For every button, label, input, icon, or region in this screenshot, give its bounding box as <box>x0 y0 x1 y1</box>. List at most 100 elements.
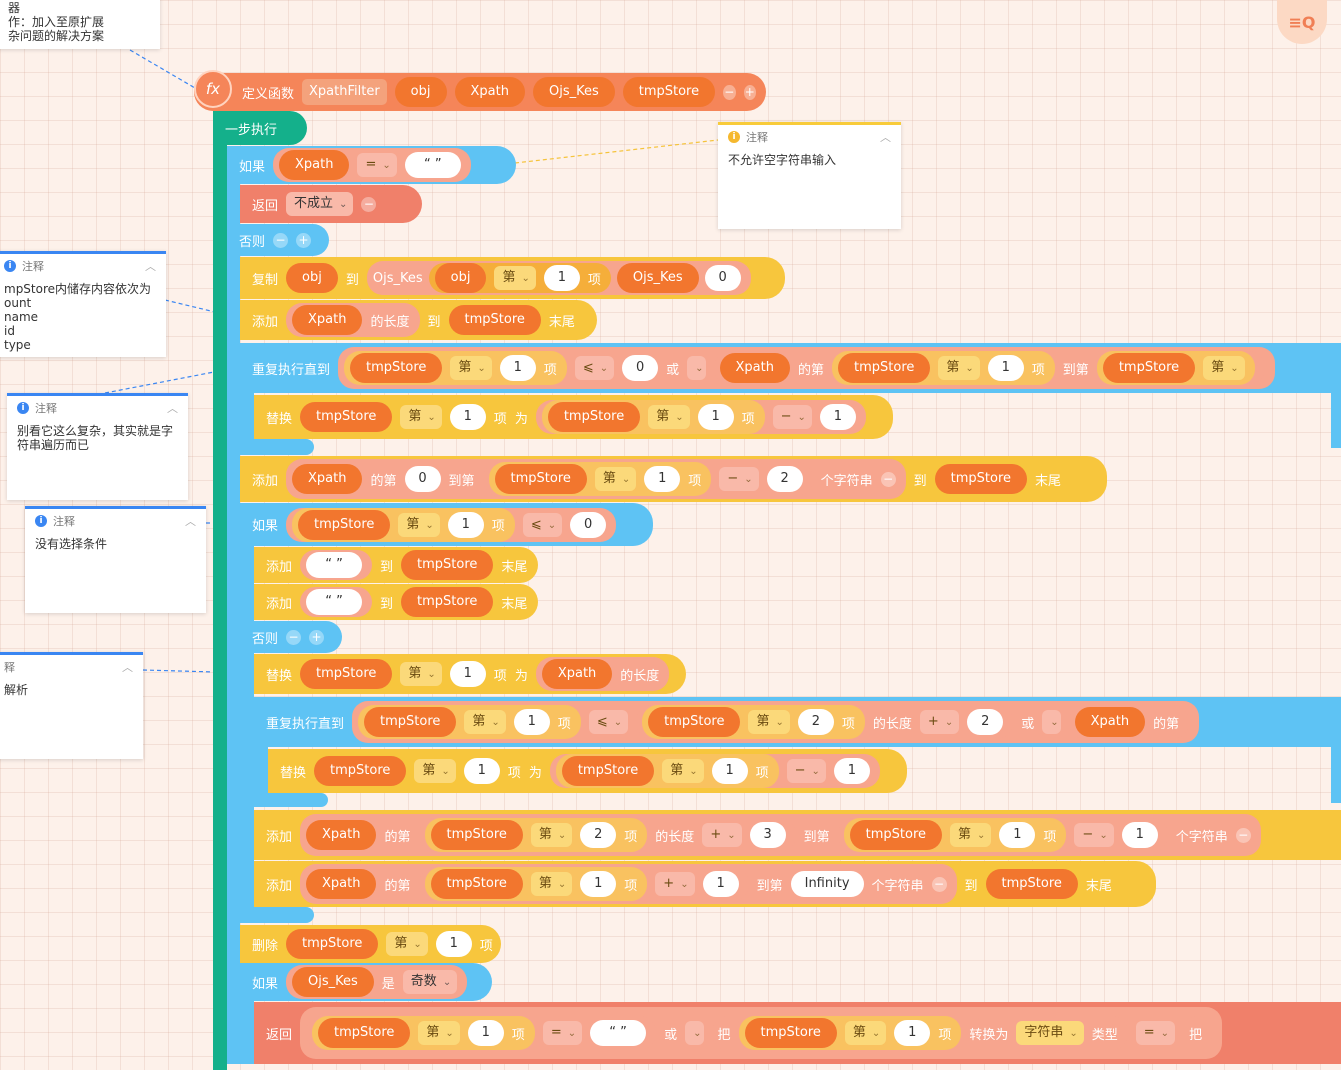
math-op-dropdown[interactable]: + <box>919 710 960 734</box>
number-input[interactable]: 2 <box>580 822 617 848</box>
nth-dropdown[interactable]: 第 <box>662 759 704 783</box>
number-input[interactable]: 1 <box>543 265 580 291</box>
compare-dropdown[interactable]: ⩽ <box>574 356 615 380</box>
nth-dropdown[interactable]: 第 <box>494 266 536 290</box>
var-xpath[interactable]: Xpath <box>306 869 377 899</box>
var-tmpstore[interactable]: tmpStore <box>838 353 931 383</box>
add-block-5[interactable]: 添加 Xpath 的第 tmpStore 第 2 项 的长度 + 3 到第 tm… <box>254 810 1341 860</box>
add-param-icon[interactable]: + <box>743 84 756 100</box>
nth-dropdown[interactable]: 第 <box>398 512 440 537</box>
delete-block[interactable]: 删除 tmpStore 第 1 项 <box>240 925 501 963</box>
remove-icon[interactable]: − <box>286 629 302 645</box>
if-block-3[interactable]: 如果 Ojs_Kes 是 奇数 <box>240 963 492 1001</box>
var-ojs-kes[interactable]: Ojs_Kes <box>292 967 374 997</box>
nth-dropdown[interactable]: 第 <box>530 823 573 847</box>
var-tmpstore[interactable]: tmpStore <box>401 550 494 580</box>
remove-icon[interactable]: − <box>931 876 947 892</box>
var-tmpstore[interactable]: tmpStore <box>350 353 443 383</box>
number-input[interactable]: 0 <box>404 466 441 492</box>
else-block-2[interactable]: 否则 − + <box>240 621 342 653</box>
var-xpath[interactable]: Xpath <box>292 464 363 494</box>
nth-dropdown[interactable]: 第 <box>400 662 442 686</box>
comment-card-5[interactable]: 释︿ 解析 <box>0 652 143 759</box>
number-input[interactable]: 1 <box>987 355 1024 381</box>
type-dropdown[interactable]: 字符串 <box>1016 1021 1084 1045</box>
repeat-until-block-2[interactable]: 重复执行直到 tmpStore 第 1 项 ⩽ tmpStore 第 2 项 的… <box>254 697 1341 747</box>
collapse-icon[interactable]: ︿ <box>185 515 196 528</box>
return-block-2[interactable]: 返回 tmpStore 第 1 项 = “ ” 或 把 tmpStore 第 1… <box>254 1002 1341 1064</box>
number-input[interactable]: 1 <box>833 758 870 784</box>
number-input[interactable]: 2 <box>766 466 803 492</box>
add-block-6[interactable]: 添加 Xpath 的第 tmpStore 第 1 项 + 1 到第 Infini… <box>254 861 1156 907</box>
var-tmpstore[interactable]: tmpStore <box>300 659 393 689</box>
function-define-block[interactable]: 定义函数 XpathFilter obj Xpath Ojs_Kes tmpSt… <box>194 73 766 111</box>
if-block-2[interactable]: 如果 tmpStore 第 1 项 ⩽ 0 <box>240 503 653 546</box>
nth-dropdown[interactable]: 第 <box>844 1021 887 1045</box>
number-input[interactable]: 3 <box>749 822 786 848</box>
math-op-dropdown[interactable]: − <box>719 467 759 491</box>
nth-dropdown[interactable]: 第 <box>648 405 690 429</box>
param-xpath[interactable]: Xpath <box>454 77 525 107</box>
add-block-2[interactable]: 添加 Xpath 的第 0 到第 tmpStore 第 1 项 − 2 个字符串… <box>240 456 1107 502</box>
number-input[interactable]: 1 <box>711 758 748 784</box>
math-op-dropdown[interactable]: − <box>786 759 826 783</box>
operator-dropdown[interactable]: = <box>357 153 397 177</box>
or-dropdown[interactable] <box>1042 710 1061 734</box>
infinity-input[interactable]: Infinity <box>790 871 864 897</box>
nth-dropdown[interactable]: 第 <box>748 710 790 734</box>
nth-dropdown[interactable]: 第 <box>1203 356 1245 380</box>
var-tmpstore[interactable]: tmpStore <box>401 587 494 617</box>
number-input[interactable]: 1 <box>1121 822 1158 848</box>
empty-string-input[interactable]: “ ” <box>306 552 363 578</box>
nth-dropdown[interactable]: 第 <box>464 710 506 734</box>
collapse-icon[interactable]: ︿ <box>880 131 891 144</box>
nth-dropdown[interactable]: 第 <box>414 759 456 783</box>
var-tmpstore[interactable]: tmpStore <box>364 707 457 737</box>
var-tmpstore[interactable]: tmpStore <box>934 464 1028 494</box>
var-tmpstore[interactable]: tmpStore <box>430 869 523 899</box>
nth-dropdown[interactable]: 第 <box>386 932 428 956</box>
empty-string-input[interactable]: “ ” <box>404 152 461 178</box>
number-input[interactable]: 1 <box>463 758 500 784</box>
number-input[interactable]: 1 <box>467 1020 504 1046</box>
var-tmpstore[interactable]: tmpStore <box>547 402 641 432</box>
var-tmpstore[interactable]: tmpStore <box>648 707 741 737</box>
number-input[interactable]: 2 <box>797 709 834 735</box>
var-obj[interactable]: obj <box>434 263 487 293</box>
var-xpath[interactable]: Xpath <box>292 305 363 335</box>
remove-param-icon[interactable]: − <box>723 84 736 100</box>
if-block-1[interactable]: 如果 Xpath = “ ” <box>227 146 516 184</box>
collapse-icon[interactable]: ︿ <box>122 661 133 674</box>
var-xpath[interactable]: Xpath <box>279 150 350 180</box>
collapse-icon[interactable]: ︿ <box>145 260 156 273</box>
remove-icon[interactable]: − <box>361 196 377 212</box>
nth-dropdown[interactable]: 第 <box>418 1021 460 1045</box>
or-dropdown[interactable] <box>685 1021 704 1045</box>
param-tmpstore[interactable]: tmpStore <box>622 77 716 107</box>
var-tmpstore[interactable]: tmpStore <box>318 1018 411 1048</box>
var-ojs-kes[interactable]: Ojs_Kes <box>616 263 699 293</box>
number-input[interactable]: 2 <box>967 709 1004 735</box>
number-input[interactable]: 0 <box>704 265 741 291</box>
add-block-4[interactable]: 添加 “ ” 到 tmpStore 末尾 <box>254 584 538 620</box>
compare-dropdown[interactable]: ⩽ <box>522 512 563 537</box>
var-tmpstore[interactable]: tmpStore <box>448 305 541 335</box>
nth-dropdown[interactable]: 第 <box>950 823 992 847</box>
math-op-dropdown[interactable]: − <box>772 405 812 429</box>
var-tmpstore[interactable]: tmpStore <box>314 756 407 786</box>
var-tmpstore[interactable]: tmpStore <box>494 464 587 494</box>
param-ojs-kes[interactable]: Ojs_Kes <box>532 77 615 107</box>
number-input[interactable]: 1 <box>435 931 472 957</box>
number-input[interactable]: 1 <box>449 661 486 687</box>
var-tmpstore[interactable]: tmpStore <box>300 402 393 432</box>
compare-dropdown[interactable]: ⩽ <box>588 710 629 734</box>
function-name[interactable]: XpathFilter <box>302 79 387 105</box>
number-input[interactable]: 1 <box>644 466 681 492</box>
number-input[interactable]: 0 <box>570 511 607 538</box>
nth-dropdown[interactable]: 第 <box>938 356 980 380</box>
